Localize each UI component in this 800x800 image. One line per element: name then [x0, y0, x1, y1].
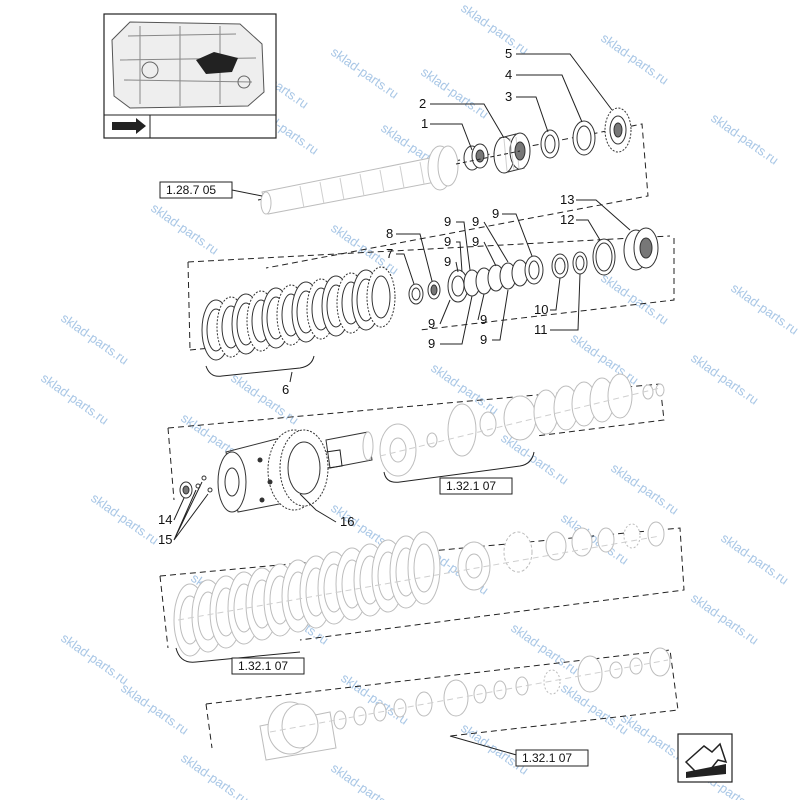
ghost-parts-row-5: [259, 647, 671, 761]
watermark-text: sklad-parts.ru: [728, 280, 800, 337]
callout-4[interactable]: 4: [505, 67, 512, 82]
ghost-clutch-discs: [173, 531, 441, 657]
callout-9e[interactable]: 9: [472, 214, 479, 229]
watermark-text: sklad-parts.ru: [88, 490, 161, 547]
part-16-hub[interactable]: [217, 429, 374, 513]
callout-6[interactable]: 6: [282, 382, 289, 397]
part-9-shims[interactable]: [447, 255, 544, 303]
next-page-arrow-icon[interactable]: [677, 733, 733, 783]
reference-label-top: 1.28.7 05: [166, 183, 216, 197]
watermark-text: sklad-parts.ru: [58, 630, 131, 687]
part-1-bearing[interactable]: [463, 143, 489, 171]
watermark-text: sklad-parts.ru: [118, 680, 191, 737]
callout-9j[interactable]: 9: [480, 332, 487, 347]
watermark-text: sklad-parts.ru: [598, 30, 671, 87]
part-11-ring[interactable]: [572, 251, 588, 275]
reference-box-mid[interactable]: 1.32.1 07: [383, 451, 535, 495]
main-shaft: [260, 145, 459, 215]
reference-box-low[interactable]: 1.32.1 07: [175, 647, 305, 675]
transmission-thumbnail-icon: [111, 21, 265, 109]
watermark-text: sklad-parts.ru: [328, 760, 401, 800]
ghost-disc-inner: [413, 543, 435, 593]
part-10-ring[interactable]: [551, 253, 569, 279]
section-hub: 14 15 16 1.32.1 07: [158, 373, 665, 547]
section-ghost-lower-shaft: 1.32.1 07: [205, 647, 679, 767]
watermark-text: sklad-parts.ru: [178, 750, 251, 800]
section-clutch-pack: 6: [187, 192, 675, 397]
callout-16[interactable]: 16: [340, 514, 354, 529]
callout-1[interactable]: 1: [421, 116, 428, 131]
part-13-bearing[interactable]: [623, 227, 659, 271]
reference-label-bottom: 1.32.1 07: [522, 751, 572, 765]
section-ghost-clutch: 1.32.1 07: [159, 521, 685, 675]
callout-11[interactable]: 11: [534, 322, 548, 337]
watermark-text: sklad-parts.ru: [148, 200, 221, 257]
callout-12[interactable]: 12: [560, 212, 574, 227]
watermark-text: sklad-parts.ru: [598, 270, 671, 327]
callout-15[interactable]: 15: [158, 532, 172, 547]
callout-9a[interactable]: 9: [444, 214, 451, 229]
watermark-text: sklad-parts.ru: [38, 370, 111, 427]
part-14-ring[interactable]: [179, 481, 193, 499]
callout-9i[interactable]: 9: [480, 312, 487, 327]
watermark-text: sklad-parts.ru: [708, 110, 781, 167]
callout-14[interactable]: 14: [158, 512, 172, 527]
thumbnail-box[interactable]: [103, 13, 277, 139]
callout-9h[interactable]: 9: [428, 336, 435, 351]
callout-9d[interactable]: 9: [472, 234, 479, 249]
callout-9g[interactable]: 9: [428, 316, 435, 331]
watermark-text: sklad-parts.ru: [418, 64, 491, 121]
callout-3[interactable]: 3: [505, 89, 512, 104]
callout-13[interactable]: 13: [560, 192, 574, 207]
callout-9c[interactable]: 9: [444, 254, 451, 269]
part-6-clutch-discs[interactable]: [201, 266, 396, 361]
part-12-ring[interactable]: [592, 238, 616, 276]
reference-box-bottom[interactable]: 1.32.1 07: [449, 735, 589, 767]
ghost-parts-row-3: [379, 373, 665, 477]
part-8-ring[interactable]: [427, 280, 441, 300]
clutch-disc-inner: [371, 275, 391, 319]
callout-5[interactable]: 5: [505, 46, 512, 61]
reference-label-mid: 1.32.1 07: [446, 479, 496, 493]
section-top-shaft: 1 2 3 4 5 1.28.7 05: [159, 46, 649, 269]
callout-8[interactable]: 8: [386, 226, 393, 241]
part-7-ring[interactable]: [408, 283, 424, 305]
prev-page-arrow-icon[interactable]: [112, 118, 146, 134]
watermark-text: sklad-parts.ru: [558, 510, 631, 567]
watermark-text: sklad-parts.ru: [718, 530, 791, 587]
watermark-text: sklad-parts.ru: [328, 44, 401, 101]
callout-9b[interactable]: 9: [444, 234, 451, 249]
callout-2[interactable]: 2: [419, 96, 426, 111]
part-3-ring[interactable]: [540, 129, 560, 159]
watermark-text: sklad-parts.ru: [58, 310, 131, 367]
part-5-gear[interactable]: [604, 107, 632, 153]
reference-box-top[interactable]: 1.28.7 05: [159, 181, 263, 199]
watermark-text: sklad-parts.ru: [508, 620, 581, 677]
callout-7[interactable]: 7: [386, 246, 393, 261]
watermark-text: sklad-parts.ru: [688, 590, 761, 647]
callout-10[interactable]: 10: [534, 302, 548, 317]
callout-9f[interactable]: 9: [492, 206, 499, 221]
reference-label-low: 1.32.1 07: [238, 659, 288, 673]
part-4-ring[interactable]: [572, 120, 596, 156]
watermark-text: sklad-parts.ru: [458, 0, 531, 57]
watermark-text: sklad-parts.ru: [688, 350, 761, 407]
watermark-text: sklad-parts.ru: [608, 460, 681, 517]
ghost-parts-row-4: [177, 521, 665, 621]
